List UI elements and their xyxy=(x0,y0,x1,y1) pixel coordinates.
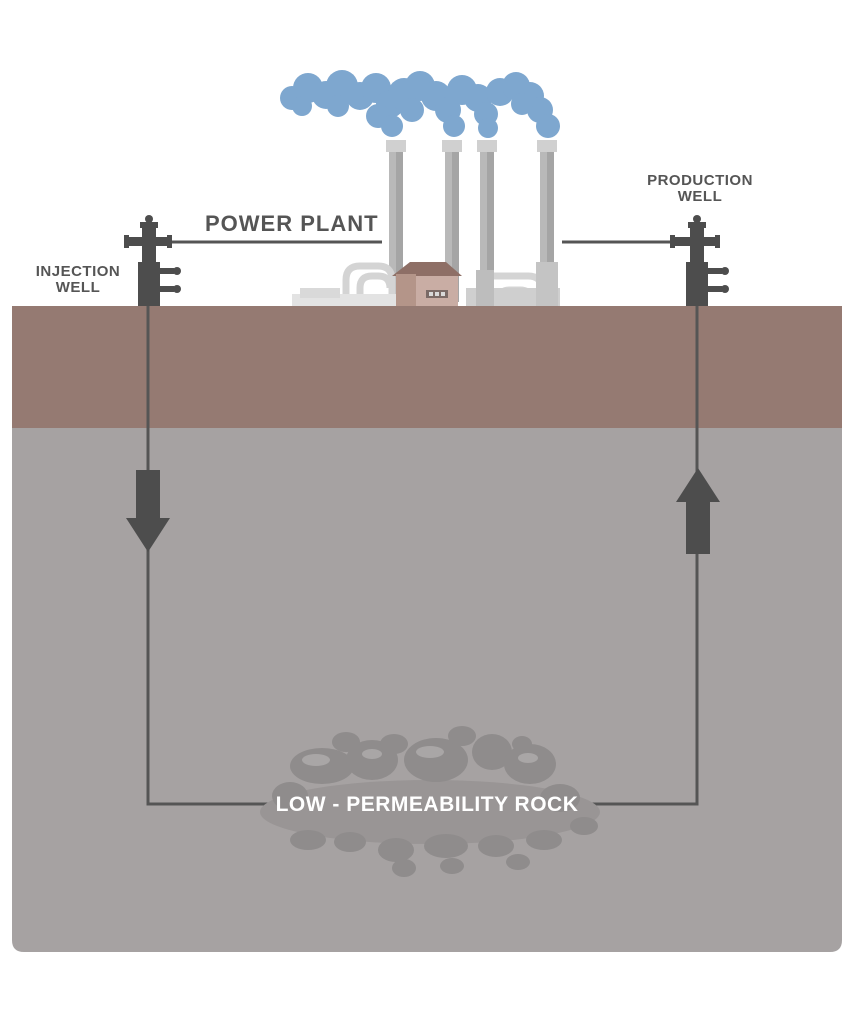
up-arrow-icon xyxy=(676,468,720,554)
steam-cloud-icon xyxy=(280,70,560,138)
injection-wellhead-icon xyxy=(124,215,181,306)
topsoil-layer xyxy=(12,306,842,428)
plant-building xyxy=(392,262,462,306)
production-well-label-line2: WELL xyxy=(677,187,723,205)
injection-well-label-line2: WELL xyxy=(55,278,101,296)
power-plant-label: POWER PLANT xyxy=(205,211,379,236)
injection-well-label-line1: INJECTION xyxy=(35,263,121,280)
bedrock-layer xyxy=(12,428,842,952)
injection-well-label: INJECTION WELL xyxy=(18,264,138,296)
production-well-label: PRODUCTION WELL xyxy=(620,173,780,205)
rock-pile-icon xyxy=(260,726,600,877)
production-well-label-line1: PRODUCTION xyxy=(647,172,753,189)
power-plant xyxy=(292,140,560,306)
down-arrow-icon xyxy=(126,470,170,552)
rock-label: LOW - PERMEABILITY ROCK xyxy=(275,793,579,816)
ground xyxy=(12,306,842,952)
production-wellhead-icon xyxy=(670,215,729,306)
